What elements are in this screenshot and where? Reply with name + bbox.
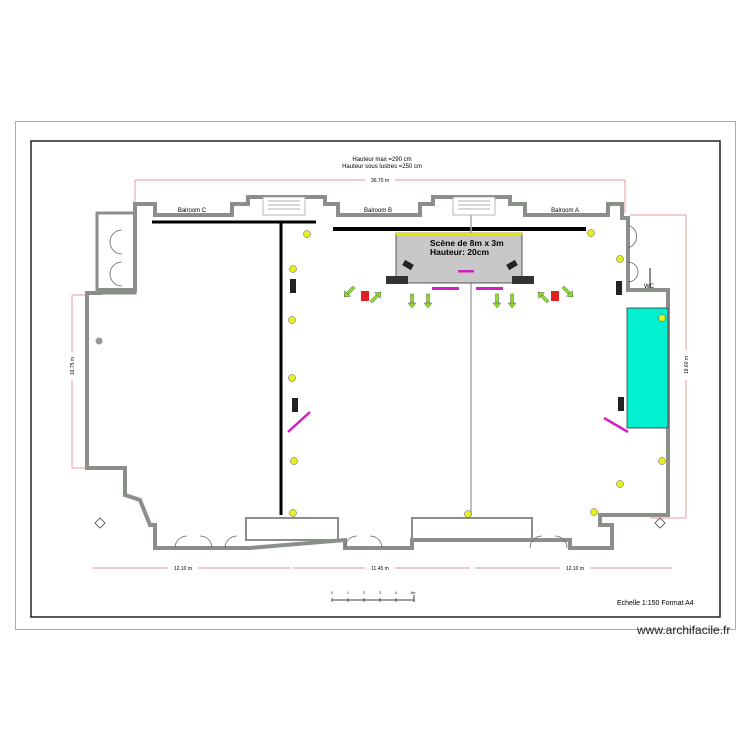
scale-tick: 1 (347, 591, 349, 595)
magenta-bar-left (287, 411, 311, 433)
red-fixtures (361, 291, 559, 301)
monitor-icon (386, 276, 408, 284)
wall-speakers (290, 279, 624, 412)
height-max-label: Hauteur max =290 cm (352, 157, 411, 163)
scale-label: Echelle 1:150 Format A4 (617, 600, 694, 607)
scale-tick: 2 (363, 591, 365, 595)
light-markers (288, 229, 666, 518)
building-walls (85, 195, 670, 550)
monitor-icon (512, 276, 534, 284)
dimension-right-height: 18.60 m (630, 214, 690, 519)
magenta-bar-right (603, 416, 629, 434)
bottom-dim-1: 12.10 m (174, 566, 192, 572)
speaker-icon (402, 259, 414, 271)
bottom-dim-2: 11.45 m (371, 566, 389, 572)
room-label-balroom-a: Balroom A (551, 208, 579, 214)
scale-tick: 5m (411, 591, 416, 595)
scale-tick: 3 (379, 591, 381, 595)
right-height-label: 18.60 m (684, 356, 690, 374)
stage: Scène de 8m x 3m Hauteur: 20cm (386, 232, 534, 290)
stage-height-label: Hauteur: 20cm (430, 247, 489, 257)
dimension-total-width: 36.70 m (134, 176, 626, 213)
left-height-label: 16.75 m (70, 357, 76, 375)
teal-area (626, 307, 669, 429)
dimension-bottom: 12.10 m 11.45 m 12.10 m (92, 564, 672, 572)
dimension-left-height: 16.75 m (68, 294, 88, 469)
total-width-label: 36.70 m (371, 178, 389, 184)
stage-size-label: Scène de 8m x 3m (430, 238, 504, 248)
speaker-icon (506, 259, 518, 271)
room-label-balroom-c: Balroom C (178, 208, 207, 214)
scale-tick: 0 (331, 591, 333, 595)
arrow-markers (343, 285, 574, 309)
bottom-dim-3: 12.10 m (566, 566, 584, 572)
room-label-balroom-b: Balroom B (364, 208, 392, 214)
room-label-wc: WC (644, 284, 655, 290)
watermark[interactable]: www.archifacile.fr (637, 623, 731, 637)
scale-bar: 0 1 2 3 4 5m (331, 591, 416, 602)
scale-tick: 4 (395, 591, 397, 595)
height-chandeliers-label: Hauteur sous lustres =250 cm (342, 164, 422, 170)
